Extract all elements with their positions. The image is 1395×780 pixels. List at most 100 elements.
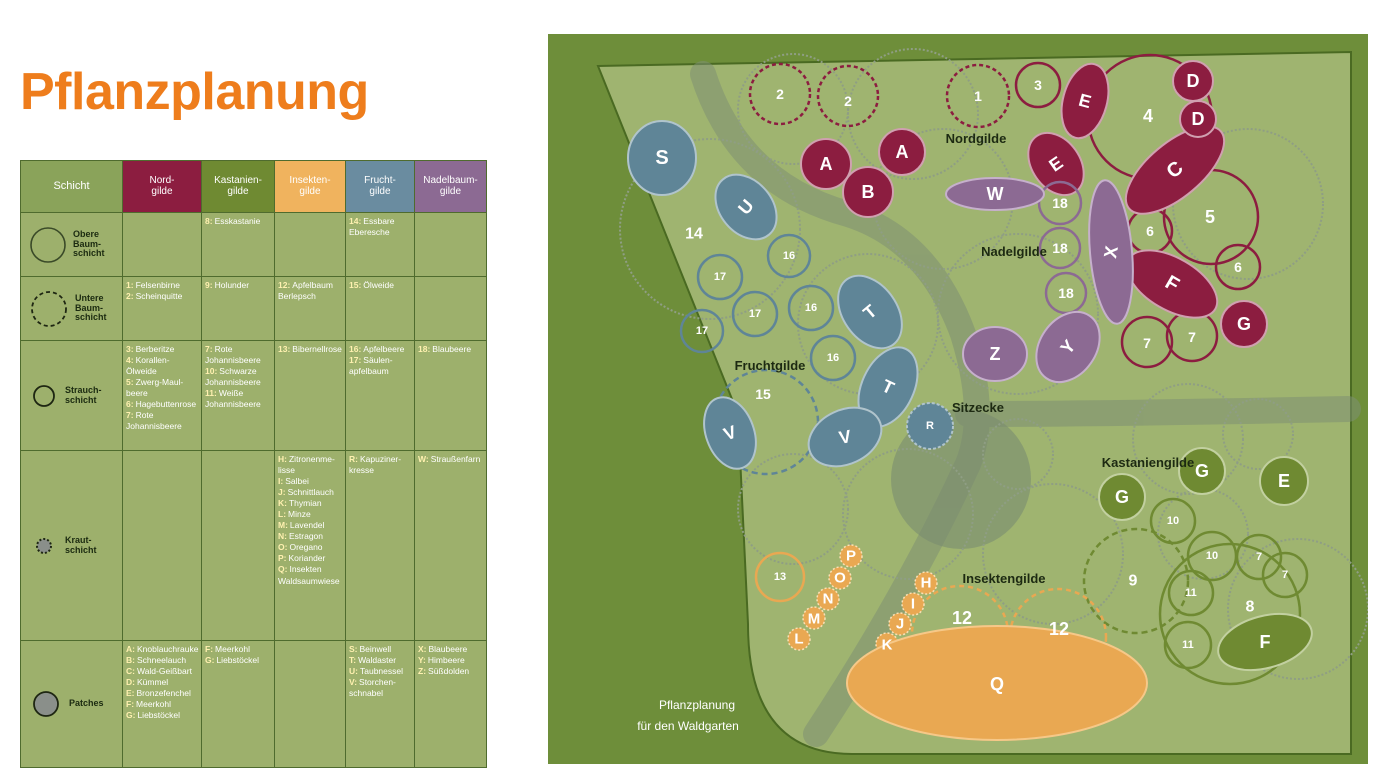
- label-10: 7: [1188, 329, 1196, 345]
- cell-kastanien: [201, 450, 275, 641]
- plant-name: Meerkohl: [215, 644, 250, 654]
- plant-name: Bronzefenchel: [136, 688, 191, 699]
- label-12: A: [896, 142, 909, 162]
- plant-name: Lavendel: [289, 520, 325, 531]
- plant-name: Berberitze: [135, 344, 175, 354]
- cell-kastanien: 9:Holunder: [201, 276, 275, 341]
- label-42: 15: [755, 386, 771, 402]
- plant-entry: W:Straußenfarn: [418, 454, 483, 465]
- label-1: 2: [776, 86, 784, 102]
- layer-cell: Patches: [20, 640, 123, 768]
- plant-entry: U:Taubnessel: [349, 666, 411, 677]
- plant-entry: O:Oregano: [278, 542, 342, 553]
- plant-name: Insekten Waldsaumwiese: [278, 564, 340, 586]
- plant-key: E:: [126, 688, 135, 699]
- plant-entry: Q:Insekten Waldsaumwiese: [278, 564, 342, 586]
- plant-key: D:: [126, 677, 135, 688]
- cell-insekten: [274, 212, 346, 277]
- plant-entry: G:Liebstöckel: [205, 655, 271, 666]
- page-title: Pflanzplanung: [20, 63, 369, 121]
- label-21: W: [987, 184, 1004, 204]
- plant-key: 10:: [205, 366, 218, 377]
- label-67: Q: [990, 674, 1004, 694]
- plant-entry: 16:Apfelbeere: [349, 344, 411, 355]
- plant-entry: Y:Himbeere: [418, 655, 483, 666]
- plant-name: Salbei: [285, 476, 309, 487]
- layer-cell: Obere Baum- schicht: [20, 212, 123, 277]
- plant-key: O:: [278, 542, 288, 553]
- kastanien-untere-baumschicht: [1082, 527, 1190, 635]
- legend-row-obere: Obere Baum- schicht 8:Esskastanie 14:Ess…: [20, 212, 487, 277]
- plant-name: Blaubeere: [432, 344, 472, 354]
- plant-key: B:: [126, 655, 135, 666]
- cell-nord: [122, 212, 202, 277]
- plant-name: Waldaster: [358, 655, 397, 666]
- plant-name: Essbare Eberesche: [349, 216, 395, 238]
- plant-entry: P:Koriander: [278, 553, 342, 564]
- plant-name: Rote Johannisbeere: [205, 344, 261, 366]
- plant-entry: 11:Weiße Johannisbeere: [205, 388, 271, 410]
- nord-untere-baumschicht: [748, 62, 1011, 129]
- label-2: 2: [844, 93, 852, 109]
- label-60: L: [794, 631, 803, 648]
- label-66: 12: [1049, 619, 1069, 639]
- plant-name: Oregano: [289, 542, 323, 553]
- plant-key: 8:: [205, 216, 213, 226]
- plant-entry: 10:Schwarze Johannisbeere: [205, 366, 271, 388]
- plant-key: I:: [278, 476, 284, 487]
- label-46: F: [1260, 632, 1271, 652]
- plant-key: 6:: [126, 399, 134, 410]
- plant-name: Zitronenme-lisse: [278, 454, 335, 476]
- plant-entry: Z:Süßdolden: [418, 666, 483, 677]
- plant-entry: S:Beinwell: [349, 644, 411, 655]
- plant-name: Straußenfarn: [430, 454, 481, 464]
- plant-key: G:: [126, 710, 136, 721]
- plant-entry: 7:Rote Johannisbeere: [126, 410, 198, 432]
- plant-name: Scheinquitte: [135, 291, 183, 302]
- plant-entry: 1:Felsenbirne: [126, 280, 198, 291]
- plant-name: Hagebuttenrose: [135, 399, 197, 410]
- header-fruchtgilde: Frucht- gilde: [345, 160, 415, 213]
- label-32: V: [837, 426, 852, 448]
- plant-key: 3:: [126, 344, 134, 354]
- plant-key: M:: [278, 520, 288, 531]
- plant-entry: E:Bronzefenchel: [126, 688, 198, 699]
- label-61: H: [921, 575, 932, 592]
- plant-entry: 9:Holunder: [205, 280, 271, 291]
- plant-name: Ölweide: [363, 280, 395, 290]
- plant-name: Schnittlauch: [287, 487, 334, 498]
- label-5: 4: [1143, 106, 1153, 126]
- plant-key: Q:: [278, 564, 288, 575]
- plant-entry: 4:Korallen-Ölweide: [126, 355, 198, 377]
- plant-key: F:: [126, 699, 135, 710]
- frucht-patches: [627, 120, 919, 470]
- plant-key: 13:: [278, 344, 291, 354]
- plant-key: G:: [205, 655, 215, 666]
- cell-frucht: 15:Ölweide: [345, 276, 415, 341]
- layer-cell: Untere Baum- schicht: [20, 276, 123, 341]
- guild-label-kastaniengilde: Kastaniengilde: [1102, 455, 1194, 470]
- label-22: X: [1100, 244, 1122, 259]
- label-13: B: [862, 182, 875, 202]
- plant-entry: A:Knoblauchrauke: [126, 644, 198, 655]
- cell-kastanien: 8:Esskastanie: [201, 212, 275, 277]
- plant-name: Weiße Johannisbeere: [205, 388, 261, 410]
- cell-nadel: [414, 276, 487, 341]
- guild-label-sitzecke: Sitzecke: [952, 400, 1004, 415]
- plant-name: Meerkohl: [136, 699, 171, 710]
- legend-header-row: Schicht Nord- gilde Kastanien- gilde Ins…: [20, 160, 487, 213]
- label-47: 10: [1167, 515, 1179, 527]
- plant-entry: N:Estragon: [278, 531, 342, 542]
- plant-key: T:: [349, 655, 357, 666]
- label-58: N: [823, 591, 834, 608]
- layer-cell: Kraut- schicht: [20, 450, 123, 641]
- kastanien-straucher: [1149, 497, 1309, 686]
- guild-label-insektengilde: Insektengilde: [962, 571, 1045, 586]
- label-56: P: [846, 548, 856, 565]
- plant-name: Kümmel: [136, 677, 169, 688]
